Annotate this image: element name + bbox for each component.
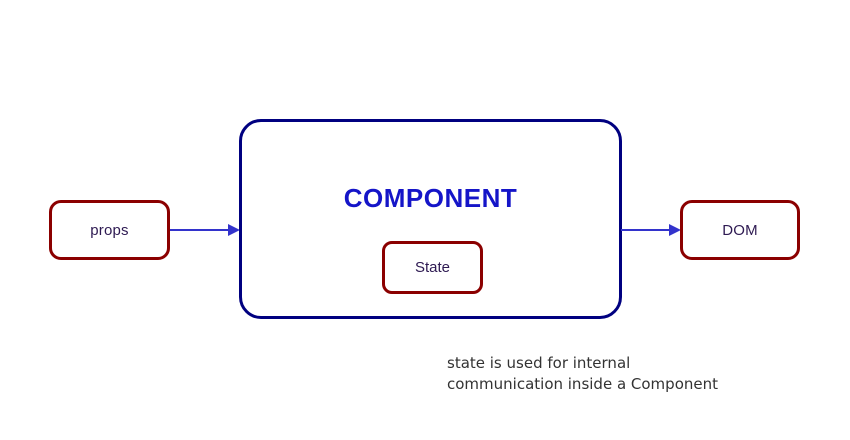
arrow-props-to-component (170, 220, 240, 240)
node-dom-label: DOM (722, 221, 758, 239)
node-dom[interactable]: DOM (680, 200, 800, 260)
arrow-component-to-dom (621, 220, 681, 240)
node-props-label: props (90, 221, 129, 239)
arrow-right-icon (170, 224, 240, 236)
diagram-caption: state is used for internal communication… (447, 354, 718, 393)
arrow-right-icon (621, 224, 681, 236)
node-props[interactable]: props (49, 200, 170, 260)
node-component-label: COMPONENT (343, 183, 518, 213)
node-component[interactable]: COMPONENT State (239, 119, 622, 319)
node-state[interactable]: State (382, 241, 483, 294)
node-state-label: State (414, 259, 451, 276)
